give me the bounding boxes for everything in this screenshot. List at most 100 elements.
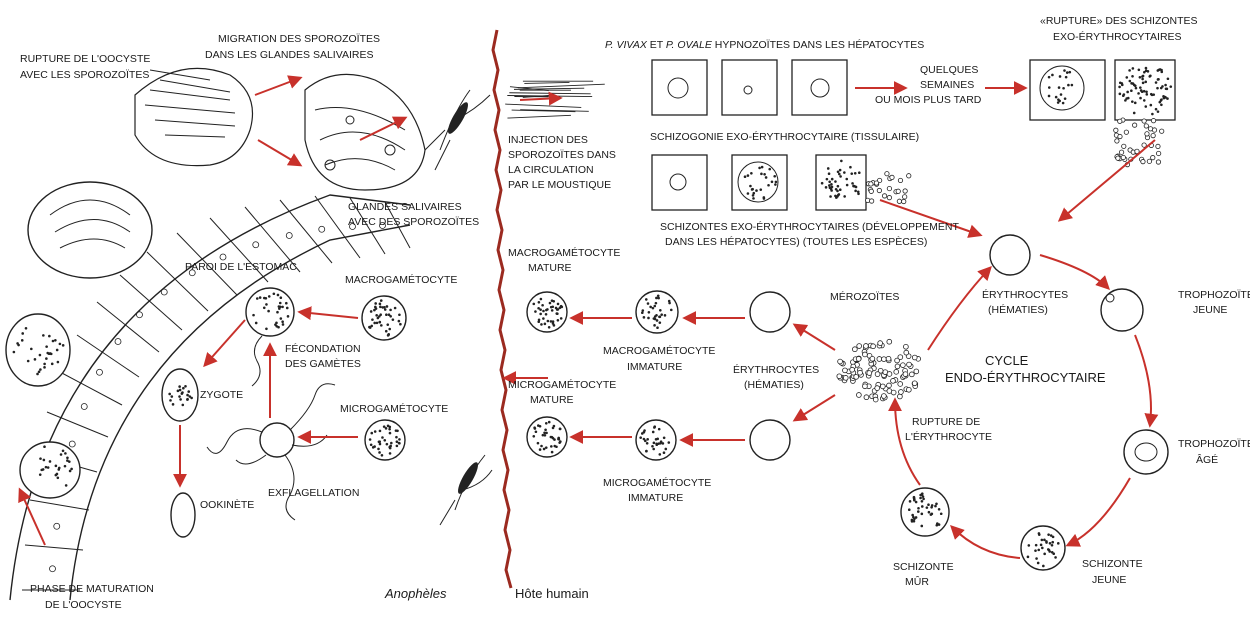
cell-granule bbox=[750, 172, 753, 175]
cell-granule bbox=[54, 339, 57, 342]
cell-granule bbox=[1142, 82, 1145, 85]
cell-granule bbox=[548, 421, 551, 424]
cell-granule bbox=[275, 325, 278, 328]
label-mature-schizont-1: SCHIZONTE bbox=[893, 561, 954, 573]
cell-granule bbox=[385, 313, 388, 316]
cell-granule bbox=[747, 192, 750, 195]
cell-granule bbox=[57, 476, 60, 479]
cell-granule bbox=[392, 318, 395, 321]
cell-granule bbox=[1160, 71, 1163, 74]
released-merozoite bbox=[1118, 134, 1122, 138]
hepatocyte-schizogony-1 bbox=[652, 155, 707, 210]
cell-granule bbox=[1034, 549, 1037, 552]
cell-granule bbox=[664, 448, 667, 451]
cell-granule bbox=[1037, 562, 1040, 565]
cell-granule bbox=[34, 358, 37, 361]
stomach-cell-divider bbox=[97, 302, 159, 352]
stomach-cell-divider bbox=[47, 412, 108, 437]
cell-granule bbox=[935, 503, 938, 506]
stomach-cell-nucleus bbox=[54, 523, 60, 529]
cell-granule bbox=[849, 166, 852, 169]
cell-granule bbox=[1128, 69, 1131, 72]
cell-granule bbox=[252, 314, 255, 317]
cell-granule bbox=[390, 442, 393, 445]
cell-granule bbox=[645, 450, 648, 453]
cell-granule bbox=[1043, 553, 1046, 556]
label-exo-schizonts-1: SCHIZONTES EXO-ÉRYTHROCYTAIRES (DÉVELOPP… bbox=[660, 220, 959, 233]
cell-granule bbox=[834, 195, 837, 198]
cell-granule bbox=[532, 435, 535, 438]
cell-granule bbox=[57, 361, 60, 364]
cell-granule bbox=[1051, 541, 1054, 544]
merozoite bbox=[904, 350, 909, 355]
cell-granule bbox=[398, 320, 401, 323]
cell-granule bbox=[670, 309, 673, 312]
cell-granule bbox=[179, 398, 182, 401]
cell-granule bbox=[21, 332, 24, 335]
cell-granule bbox=[921, 513, 924, 516]
cell-granule bbox=[1161, 85, 1164, 88]
label-salivary-1: GLANDES SALIVAIRES bbox=[348, 201, 462, 213]
cell-granule bbox=[55, 474, 58, 477]
cell-granule bbox=[1130, 89, 1133, 92]
cell-granule bbox=[537, 320, 540, 323]
cell-granule bbox=[62, 450, 65, 453]
cell-granule bbox=[39, 354, 42, 357]
cell-granule bbox=[550, 445, 553, 448]
cell-granule bbox=[543, 431, 546, 434]
label-exo-schizonts-2: DANS LES HÉPATOCYTES) (TOUTES LES ESPÈCE… bbox=[665, 235, 927, 248]
label-ookinete: OOKINÈTE bbox=[200, 498, 254, 511]
cell-granule bbox=[380, 299, 383, 302]
cell-granule bbox=[646, 438, 649, 441]
cell-granule bbox=[546, 308, 549, 311]
cell-granule bbox=[761, 166, 764, 169]
hepatocyte-schizogony-2 bbox=[732, 155, 787, 210]
cell-granule bbox=[1049, 542, 1052, 545]
label-exo-schizogony: SCHIZOGONIE EXO-ÉRYTHROCYTAIRE (TISSULAI… bbox=[650, 130, 919, 143]
cell-granule bbox=[551, 305, 554, 308]
cell-granule bbox=[379, 306, 382, 309]
released-merozoite bbox=[898, 178, 902, 182]
label-oocyst-rupture-2: AVEC LES SPOROZOÏTES bbox=[20, 69, 149, 81]
cell-granule bbox=[368, 326, 371, 329]
merozoite bbox=[894, 369, 899, 374]
merozoite bbox=[912, 355, 917, 360]
hepatocyte-rupture-1 bbox=[1030, 60, 1105, 120]
cell-granule bbox=[381, 436, 384, 439]
cell-granule bbox=[1164, 96, 1167, 99]
cell-granule bbox=[178, 395, 181, 398]
cell-granule bbox=[653, 426, 656, 429]
cell-granule bbox=[1159, 68, 1162, 71]
merozoite bbox=[891, 378, 896, 383]
released-merozoite bbox=[907, 174, 911, 178]
cell-granule bbox=[838, 173, 841, 176]
released-merozoite bbox=[1115, 139, 1119, 143]
released-merozoite bbox=[1156, 144, 1160, 148]
cell-granule bbox=[1059, 75, 1062, 78]
cell-granule bbox=[655, 314, 658, 317]
label-fertilization-1: FÉCONDATION bbox=[285, 342, 361, 355]
merozoite bbox=[898, 394, 903, 399]
cell-granule bbox=[544, 428, 547, 431]
cell-granule bbox=[921, 505, 924, 508]
cell-granule bbox=[378, 321, 381, 324]
cell-granule bbox=[263, 306, 266, 309]
cell-granule bbox=[267, 310, 270, 313]
cell-granule bbox=[27, 360, 30, 363]
cell-granule bbox=[1160, 99, 1163, 102]
cell-granule bbox=[771, 180, 774, 183]
merozoite bbox=[887, 383, 892, 388]
cell-granule bbox=[542, 310, 545, 313]
cell-granule bbox=[376, 322, 379, 325]
cell-granule bbox=[840, 160, 843, 163]
label-macro-mature-2: MATURE bbox=[528, 262, 572, 274]
cell-granule bbox=[1132, 67, 1135, 70]
merozoite bbox=[864, 395, 869, 400]
cell-granule bbox=[935, 524, 938, 527]
cell-granule bbox=[537, 307, 540, 310]
cell-granule bbox=[543, 448, 546, 451]
cell-granule bbox=[912, 516, 915, 519]
cell-granule bbox=[767, 184, 770, 187]
cell-granule bbox=[1144, 105, 1147, 108]
